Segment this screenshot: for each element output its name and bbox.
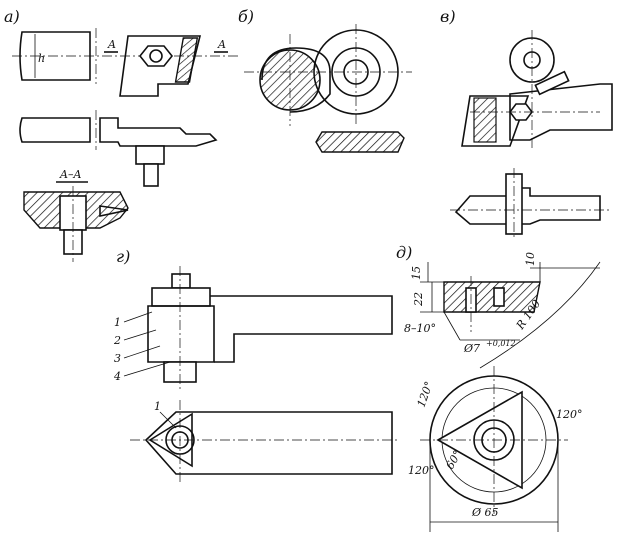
top-screw-g (171, 273, 191, 289)
dim-120-2: 120° (556, 408, 583, 421)
shank-g (210, 295, 393, 363)
view-d-label: д) (396, 243, 412, 262)
dim-hole-tol: +0,012 (486, 339, 516, 348)
h-label: h (38, 52, 45, 65)
section-aa-insert-tip (99, 205, 129, 217)
part-1b-label: 1 (154, 400, 161, 413)
view-b-label: б) (238, 7, 254, 26)
holder-side-view (99, 117, 218, 147)
part-3-label: 3 (114, 352, 121, 365)
holder-v-left (461, 95, 530, 147)
dim-hole: Ø7 (463, 342, 480, 355)
section-aa-label: A–A (59, 168, 81, 181)
dim-angle: 8–10° (404, 322, 436, 335)
dim-10: 10 (524, 252, 537, 266)
shank-top-view (19, 31, 91, 81)
view-a-label: а) (4, 7, 20, 26)
insert-section (174, 37, 199, 83)
shank-side-view (19, 117, 91, 143)
dim-15: 15 (410, 266, 423, 280)
part-1-label: 1 (114, 316, 121, 329)
section-a-label-1: A (107, 38, 116, 51)
dim-22: 22 (412, 292, 425, 307)
clamp-body-side (135, 145, 165, 165)
dim-d65: Ø 65 (471, 506, 499, 519)
view-v-label: в) (440, 7, 456, 26)
adjust-screw-v (534, 70, 570, 96)
clamp-nut-top (138, 45, 174, 67)
holder-v-hatched (473, 97, 497, 143)
view-v: в) (440, 7, 613, 240)
dim-120-3: 120° (408, 464, 435, 477)
view-a: а) h A A A–A (4, 7, 240, 262)
holder-top-g (144, 411, 393, 475)
holder-body-top (119, 35, 202, 97)
dim-120-1: 120° (415, 380, 436, 409)
holder-head-g (147, 305, 215, 363)
view-b: б) (238, 7, 412, 153)
part-2-label: 2 (113, 334, 121, 347)
view-g: г) 1 2 3 4 1 (113, 247, 400, 484)
holder-v-body (509, 83, 613, 141)
part-4-label: 4 (113, 370, 121, 383)
radius-arc (479, 261, 601, 369)
section-a-label-2: A (217, 38, 226, 51)
clamp-g (151, 287, 211, 307)
holder-v-side (454, 187, 601, 225)
view-d: д) 15 22 10 R 100 8–10° Ø7 +0,012 120° 1… (396, 243, 601, 532)
view-g-label: г) (116, 247, 130, 266)
circular-tool-section (315, 131, 405, 153)
screw-side (143, 163, 159, 187)
